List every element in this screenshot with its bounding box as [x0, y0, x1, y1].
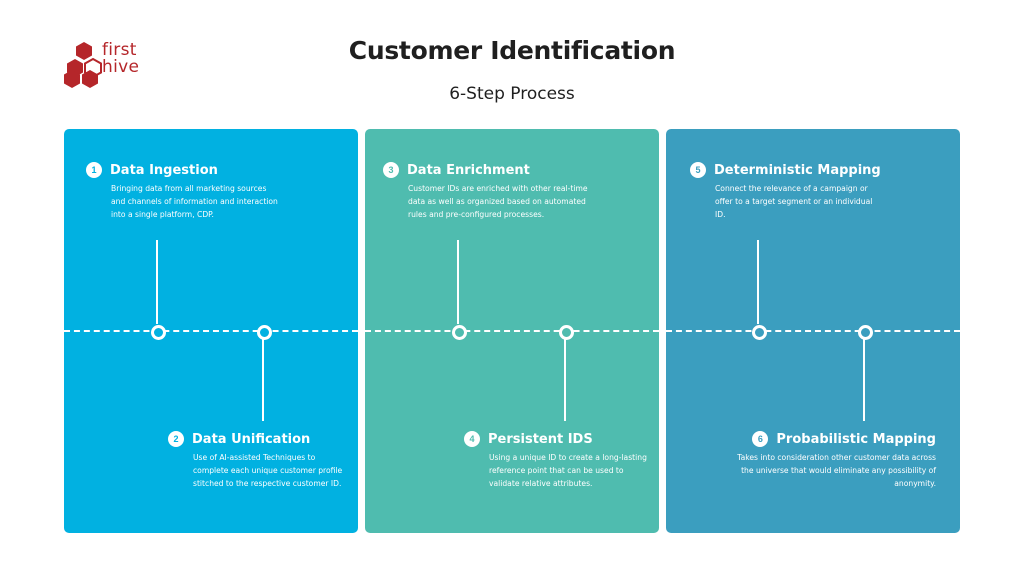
logo-wordmark: first hive — [102, 42, 139, 76]
step-6: 6 Probabilistic Mapping Takes into consi… — [730, 431, 936, 490]
timeline-dash-1 — [64, 330, 358, 332]
step-title: Deterministic Mapping — [714, 162, 881, 178]
step-title: Data Unification — [192, 431, 311, 447]
timeline-node-2 — [257, 325, 272, 340]
step-number-badge: 3 — [383, 162, 399, 178]
step-title: Persistent IDS — [488, 431, 593, 447]
step-description: Customer IDs are enriched with other rea… — [408, 184, 588, 219]
page-subtitle: 6-Step Process — [449, 84, 575, 104]
connector-line-5 — [757, 240, 759, 324]
step-number-badge: 1 — [86, 162, 102, 178]
step-2: 2 Data Unification Use of AI-assisted Te… — [168, 431, 348, 490]
timeline-node-5 — [752, 325, 767, 340]
connector-line-4 — [564, 337, 566, 421]
step-title: Probabilistic Mapping — [776, 431, 936, 447]
step-title: Data Enrichment — [407, 162, 530, 178]
timeline-dash-2 — [365, 330, 659, 332]
page-title: Customer Identification — [348, 36, 676, 65]
step-title: Data Ingestion — [110, 162, 218, 178]
timeline-node-1 — [151, 325, 166, 340]
step-4: 4 Persistent IDS Using a unique ID to cr… — [464, 431, 649, 490]
timeline-node-6 — [858, 325, 873, 340]
step-number-badge: 5 — [690, 162, 706, 178]
connector-line-1 — [156, 240, 158, 324]
connector-line-2 — [262, 337, 264, 421]
step-3: 3 Data Enrichment Customer IDs are enric… — [383, 162, 593, 221]
step-number-badge: 2 — [168, 431, 184, 447]
timeline-node-4 — [559, 325, 574, 340]
firsthive-logo: first hive — [62, 40, 172, 92]
step-1: 1 Data Ingestion Bringing data from all … — [86, 162, 286, 221]
step-number-badge: 4 — [464, 431, 480, 447]
timeline-node-3 — [452, 325, 467, 340]
step-5: 5 Deterministic Mapping Connect the rele… — [690, 162, 890, 221]
logo-line-2: hive — [102, 57, 140, 77]
step-description: Use of AI-assisted Techniques to complet… — [193, 453, 343, 488]
logo-line-1: first — [102, 40, 137, 60]
step-description: Bringing data from all marketing sources… — [111, 184, 278, 219]
step-number-badge: 6 — [752, 431, 769, 447]
step-description: Connect the relevance of a campaign or o… — [715, 184, 873, 219]
connector-line-6 — [863, 337, 865, 421]
hexagon-logo-icon — [64, 42, 102, 88]
connector-line-3 — [457, 240, 459, 324]
timeline-dash-3 — [666, 330, 960, 332]
step-description: Takes into consideration other customer … — [737, 453, 936, 488]
step-description: Using a unique ID to create a long-lasti… — [489, 453, 647, 488]
